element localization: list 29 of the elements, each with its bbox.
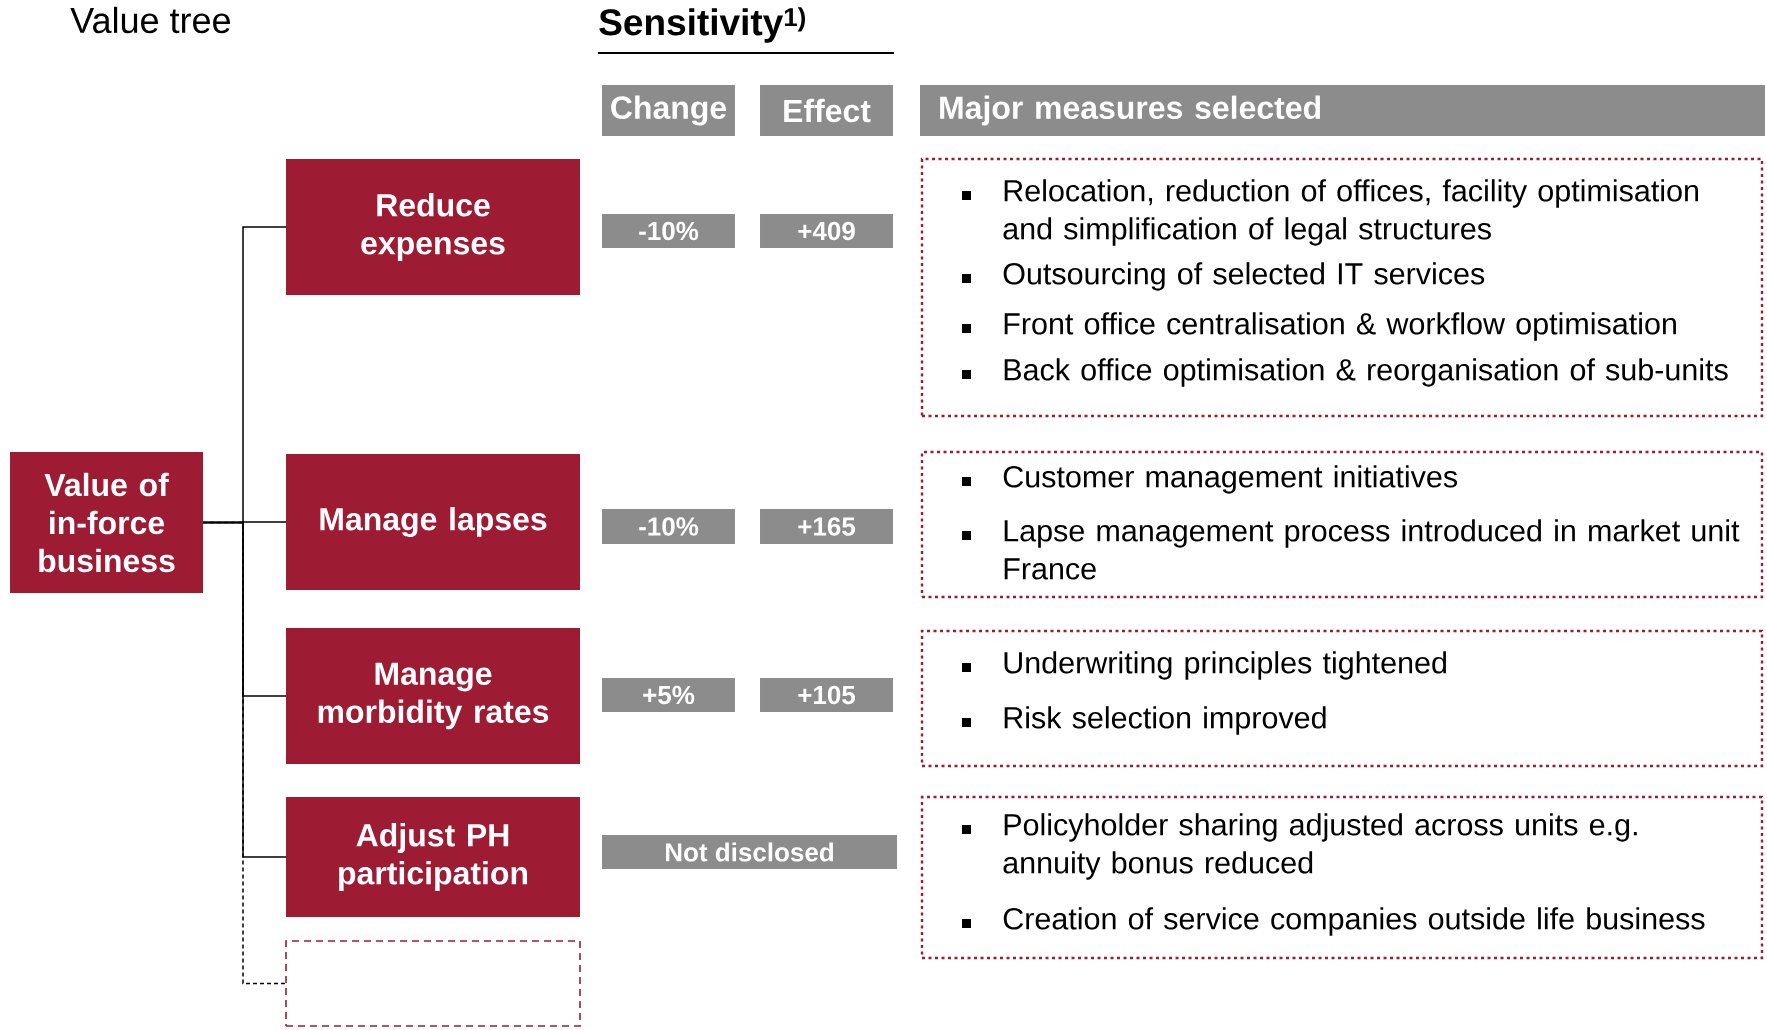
- placeholder-box: [285, 940, 581, 1027]
- bullet-item: Relocation, reduction of offices, facility optimisation and simplification of legal structures: [962, 179, 1698, 246]
- value-cell: +105: [760, 678, 893, 712]
- driver-box: Reduce expenses: [286, 159, 580, 295]
- bullet-item: Policyholder sharing adjusted across units e.g. annuity bonus reduced: [962, 813, 1637, 880]
- bullet-item: Risk selection improved: [962, 706, 1326, 735]
- column-header: Major measures selected: [920, 85, 1765, 136]
- driver-box: Manage morbidity rates: [286, 628, 580, 764]
- bullet-item: Underwriting principles tightened: [962, 651, 1446, 680]
- driver-box: Value of in-force business: [10, 452, 203, 593]
- value-cell: +165: [760, 509, 893, 544]
- bullet-item: Front office centralisation & workflow optimisation: [962, 312, 1676, 341]
- section-heading: Sensitivity$^{1)}$: [599, 7, 805, 43]
- bullet-item: Back office optimisation & reorganisation of sub-units: [962, 358, 1728, 387]
- value-cell: +5%: [602, 678, 735, 712]
- driver-box: Adjust PH participation: [286, 797, 580, 917]
- value-cell: -10%: [602, 509, 735, 544]
- bullet-item: Outsourcing of selected IT services: [962, 262, 1485, 291]
- connector: [202, 521, 287, 985]
- title: Value tree: [70, 6, 230, 34]
- value-cell: +409: [760, 214, 893, 248]
- value-cell: Not disclosed: [602, 835, 897, 869]
- bullet-item: Customer management initiatives: [962, 465, 1457, 494]
- driver-box: Manage lapses: [286, 454, 580, 590]
- bullet-item: Lapse management process introduced in market unit France: [962, 519, 1740, 580]
- bullet-item: Creation of service companies outside life business: [962, 907, 1705, 936]
- column-header: Change: [602, 85, 735, 136]
- value-cell: -10%: [602, 214, 735, 248]
- column-header: Effect: [760, 85, 893, 136]
